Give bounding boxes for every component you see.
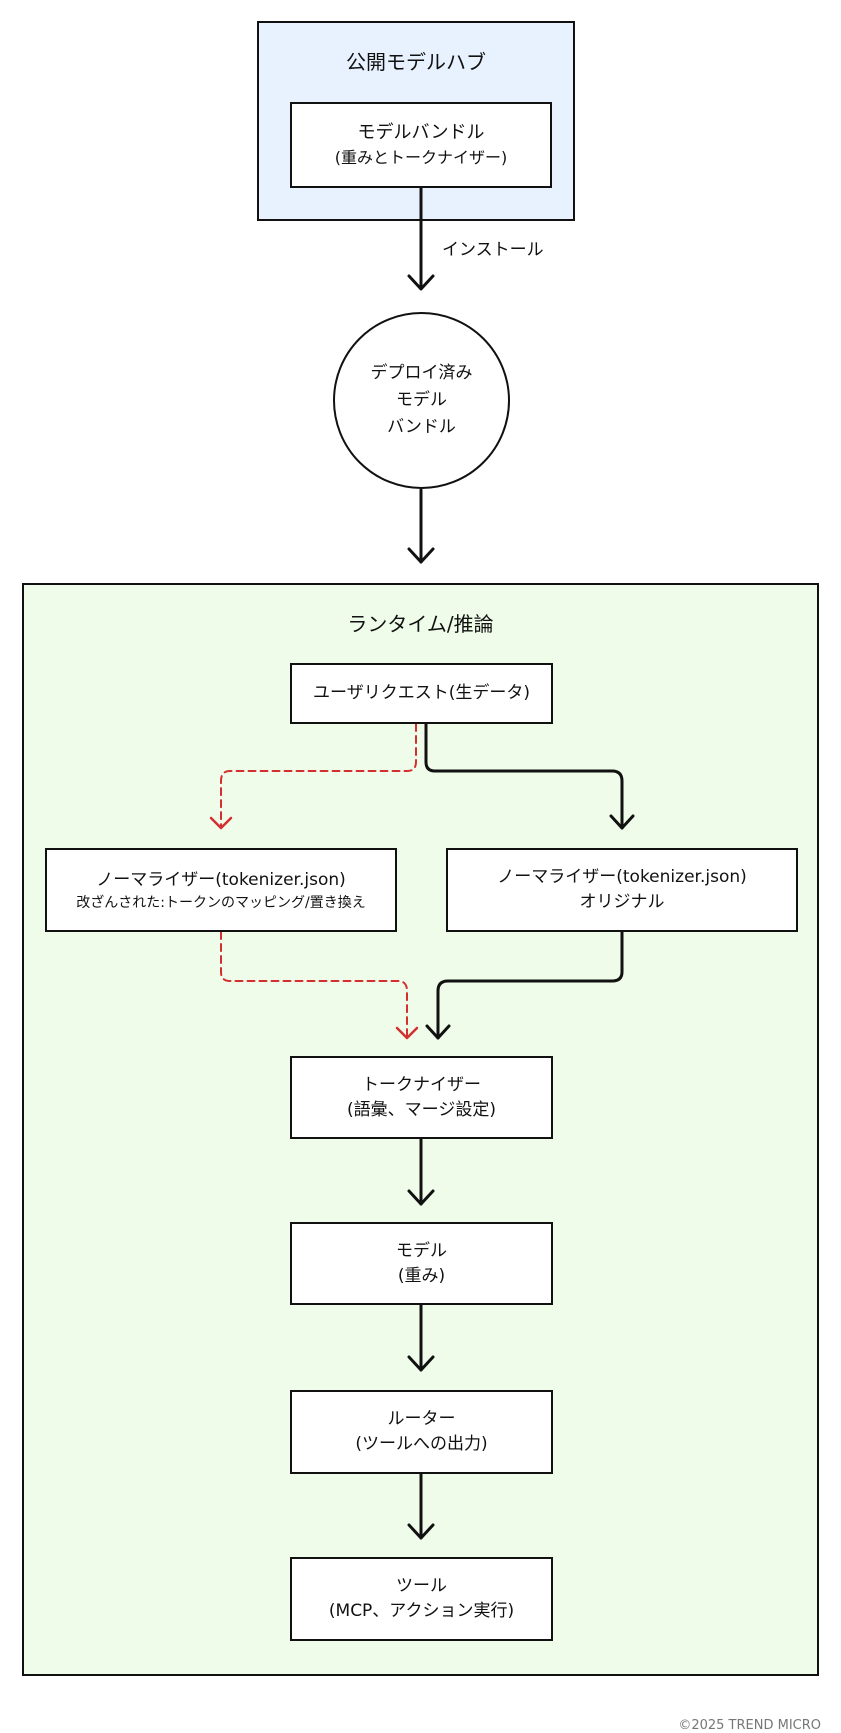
tampered-to-tokenizer-path	[220, 931, 408, 1039]
user-request-label: ユーザリクエスト(生データ)	[313, 683, 530, 703]
install-label: インストール	[442, 240, 544, 260]
tool-sublabel: (MCP、アクション実行)	[328, 1601, 515, 1621]
model-box: モデル (重み)	[290, 1222, 553, 1305]
copyright-footer: ©2025 TREND MICRO	[678, 1718, 821, 1733]
request-to-tampered-head	[209, 816, 233, 830]
normalizer-tampered-note: 改ざんされた:トークンのマッピング/置き換え	[76, 894, 366, 911]
tokenizer-to-model-head	[407, 1189, 435, 1206]
request-to-original-path	[424, 722, 624, 830]
tool-label: ツール	[396, 1576, 447, 1596]
deploy-arrow-head	[407, 547, 435, 564]
router-sublabel: (ツールへの出力)	[355, 1434, 488, 1454]
router-label: ルーター	[387, 1409, 456, 1429]
request-to-original-head	[609, 814, 635, 830]
normalizer-tampered-box: ノーマライザー(tokenizer.json) 改ざんされた:トークンのマッピン…	[45, 848, 397, 932]
model-bundle-sublabel: (重みとトークナイザー)	[334, 148, 508, 167]
model-sublabel: (重み)	[397, 1265, 446, 1286]
model-bundle-label: モデルバンドル	[357, 122, 485, 143]
request-to-tampered-path	[220, 723, 417, 829]
router-to-tool-head	[407, 1523, 435, 1540]
normalizer-original-label: ノーマライザー(tokenizer.json)	[497, 867, 747, 887]
router-box: ルーター (ツールへの出力)	[290, 1390, 553, 1474]
deployed-label-3: バンドル	[387, 417, 456, 437]
normalizer-tampered-label: ノーマライザー(tokenizer.json)	[96, 869, 346, 890]
model-label: モデル	[396, 1240, 447, 1261]
model-hub-title: 公開モデルハブ	[346, 50, 486, 74]
tokenizer-box: トークナイザー (語彙、マージ設定)	[290, 1056, 553, 1139]
normalizer-original-box: ノーマライザー(tokenizer.json) オリジナル	[446, 848, 798, 932]
model-to-router-head	[407, 1355, 435, 1372]
tokenizer-label: トークナイザー	[362, 1074, 481, 1095]
user-request-box: ユーザリクエスト(生データ)	[290, 663, 553, 724]
original-to-tokenizer-head	[425, 1024, 451, 1040]
install-arrow-head	[407, 274, 435, 291]
runtime-title: ランタイム/推論	[347, 612, 494, 636]
tampered-to-tokenizer-head	[395, 1026, 419, 1040]
deployed-label-1: デプロイ済み	[370, 363, 473, 383]
deployed-bundle-circle: デプロイ済み モデル バンドル	[333, 312, 510, 489]
deployed-label-2: モデル	[396, 390, 447, 410]
normalizer-original-note: オリジナル	[579, 892, 665, 912]
original-to-tokenizer-path	[436, 930, 624, 1040]
tokenizer-sublabel: (語彙、マージ設定)	[347, 1099, 496, 1120]
tool-box: ツール (MCP、アクション実行)	[290, 1557, 553, 1641]
